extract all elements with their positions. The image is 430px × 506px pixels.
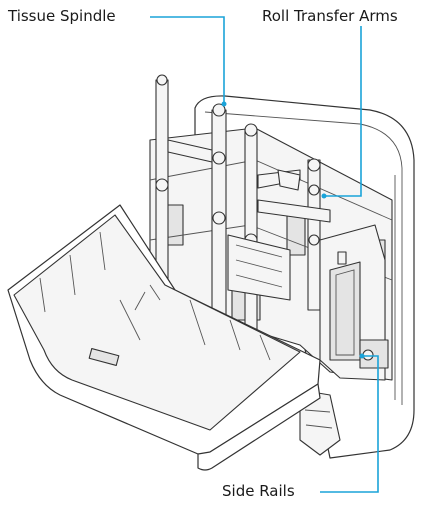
callout-leaders [150,16,379,493]
callout-roll-transfer-arms: Roll Transfer Arms [262,7,398,25]
leader-dot-side-rails [359,353,365,359]
roll-transfer-arms [257,158,331,311]
tissue-spindle [155,74,227,331]
back-slot [286,214,306,256]
bottom-hardware [299,389,341,456]
leader-dot-tissue-spindle [221,101,227,107]
callout-side-rails: Side Rails [222,482,295,500]
leader-dot-roll-transfer-arms [321,193,327,199]
callout-tissue-spindle: Tissue Spindle [8,7,116,25]
center-spindle [227,123,291,331]
door-latch-slot [88,347,120,367]
front-cover [7,204,321,471]
rail-clip [337,251,347,265]
side-rails [319,224,389,381]
leader-side-rails [320,355,379,493]
leader-roll-transfer-arms [324,26,362,197]
leader-tissue-spindle [150,16,225,104]
